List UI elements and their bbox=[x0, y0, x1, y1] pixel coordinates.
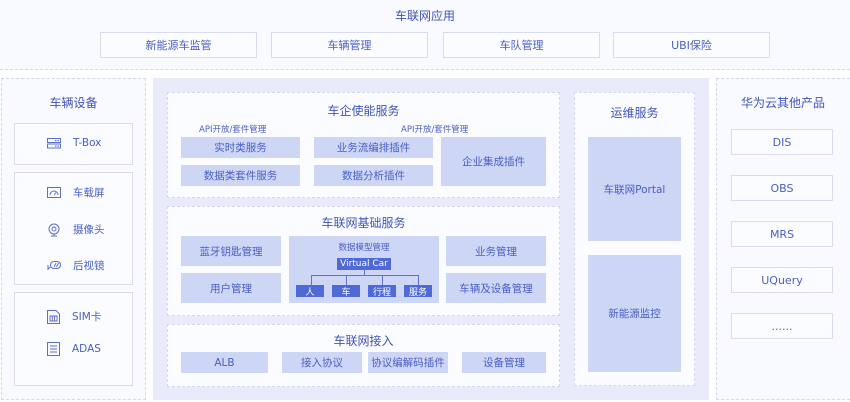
device-group bbox=[14, 172, 133, 285]
api-label: API开放/套件管理 bbox=[199, 125, 267, 135]
service-item[interactable]: 用户管理 bbox=[181, 273, 281, 303]
app-item[interactable]: UBI保险 bbox=[613, 32, 770, 58]
cloud-product-item[interactable]: UQuery bbox=[731, 267, 833, 293]
data-model-node[interactable]: 服务 bbox=[404, 285, 432, 298]
cloud-product-item[interactable]: DIS bbox=[731, 129, 833, 155]
service-item[interactable]: 业务管理 bbox=[446, 236, 546, 266]
device-item-tbox[interactable]: T-Box bbox=[47, 137, 101, 149]
data-model-node[interactable]: 行程 bbox=[368, 285, 396, 298]
api-label: API开放/套件管理 bbox=[401, 125, 469, 135]
virtual-car-node[interactable]: Virtual Car bbox=[337, 258, 391, 270]
device-label: T-Box bbox=[73, 137, 102, 149]
service-item[interactable]: 车辆及设备管理 bbox=[446, 273, 546, 303]
app-item[interactable]: 车队管理 bbox=[443, 32, 600, 58]
data-model-node[interactable]: 车 bbox=[332, 285, 360, 298]
vehicle-devices-title: 车辆设备 bbox=[49, 96, 98, 110]
device-item-sim[interactable]: SIM卡 bbox=[47, 309, 101, 324]
tree-connector bbox=[364, 270, 365, 275]
service-item[interactable]: 业务流编排插件 bbox=[314, 137, 433, 158]
mirror-icon bbox=[47, 261, 61, 270]
data-model-title: 数据模型管理 bbox=[338, 243, 390, 253]
service-item[interactable]: 数据类套件服务 bbox=[181, 165, 300, 186]
adas-icon bbox=[47, 342, 60, 356]
tree-connector bbox=[382, 275, 383, 285]
device-item-screen[interactable]: 车载屏 bbox=[47, 185, 105, 200]
tree-connector bbox=[311, 275, 418, 276]
service-item[interactable]: 设备管理 bbox=[462, 352, 546, 373]
tree-connector bbox=[346, 275, 347, 285]
tree-connector bbox=[418, 275, 419, 285]
device-item-mirror[interactable]: 后视镜 bbox=[47, 258, 105, 273]
service-item[interactable]: 数据分析插件 bbox=[314, 165, 433, 186]
device-label: SIM卡 bbox=[72, 311, 102, 323]
app-item[interactable]: 新能源车监管 bbox=[100, 32, 257, 58]
ops-title: 运维服务 bbox=[610, 106, 659, 120]
device-group bbox=[14, 292, 133, 386]
cloud-product-item[interactable]: MRS bbox=[731, 221, 833, 247]
cloud-product-item[interactable]: OBS bbox=[731, 175, 833, 201]
service-item[interactable]: 企业集成插件 bbox=[441, 137, 546, 186]
device-label: 车载屏 bbox=[73, 187, 105, 199]
ops-item[interactable]: 车联网Portal bbox=[588, 137, 681, 241]
service-item[interactable]: 蓝牙钥匙管理 bbox=[181, 236, 281, 266]
foundation-services-title: 车联网基础服务 bbox=[321, 216, 406, 230]
device-item-camera[interactable]: 摄像头 bbox=[47, 222, 105, 237]
screen-icon bbox=[47, 187, 61, 198]
device-group bbox=[14, 123, 133, 165]
device-item-adas[interactable]: ADAS bbox=[47, 342, 101, 356]
device-label: 后视镜 bbox=[73, 260, 105, 272]
app-layer-title: 车联网应用 bbox=[394, 9, 455, 23]
app-item[interactable]: 车辆管理 bbox=[271, 32, 428, 58]
cloud-product-item[interactable]: ...... bbox=[731, 313, 833, 339]
enterprise-services-title: 车企使能服务 bbox=[327, 104, 400, 118]
device-label: ADAS bbox=[72, 343, 101, 355]
tbox-icon bbox=[47, 137, 61, 148]
service-item[interactable]: ALB bbox=[181, 352, 268, 373]
tree-connector bbox=[311, 275, 312, 285]
service-item[interactable]: 实时类服务 bbox=[181, 137, 300, 158]
access-title: 车联网接入 bbox=[333, 334, 394, 348]
data-model-node[interactable]: 人 bbox=[296, 285, 324, 298]
ops-item[interactable]: 新能源监控 bbox=[588, 255, 681, 372]
device-label: 摄像头 bbox=[73, 224, 105, 236]
cloud-products-title: 华为云其他产品 bbox=[740, 96, 825, 110]
service-item[interactable]: 接入协议 bbox=[282, 352, 362, 373]
camera-icon bbox=[48, 223, 60, 236]
service-item[interactable]: 协议编解码插件 bbox=[368, 352, 448, 373]
sim-card-icon bbox=[47, 309, 60, 324]
